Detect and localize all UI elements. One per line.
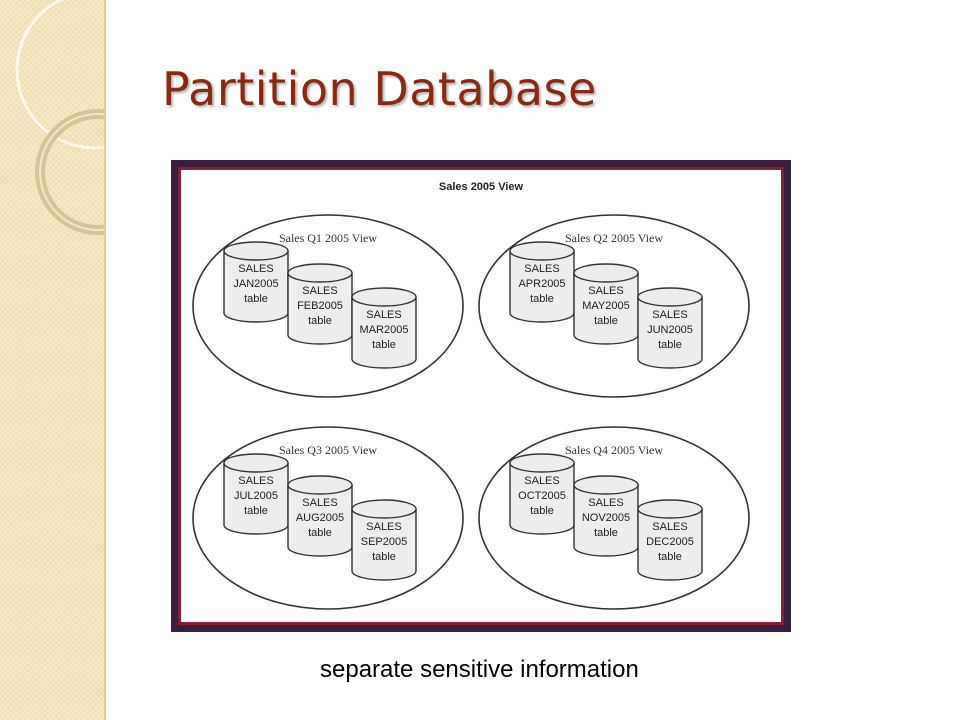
table-label-line: SALES xyxy=(588,497,623,509)
slide-caption: separate sensitive information xyxy=(320,656,639,683)
table-label-line: FEB2005 xyxy=(297,300,343,312)
quarter-view-label: Sales Q1 2005 View xyxy=(279,231,377,245)
table-label-line: JUN2005 xyxy=(647,324,693,336)
decorative-side-band xyxy=(0,0,106,720)
table-label-line: SALES xyxy=(652,309,687,321)
table-cylinder: SALES SEP2005 table xyxy=(351,499,417,581)
table-label-line: SALES xyxy=(366,521,401,533)
table-cylinder: SALES OCT2005 table xyxy=(509,453,575,535)
quarter-view-ellipse xyxy=(192,426,464,610)
table-label-line: JAN2005 xyxy=(233,278,278,290)
table-label-line: SALES xyxy=(588,285,623,297)
table-label-line: table xyxy=(308,527,332,539)
table-cylinder: SALES MAR2005 table xyxy=(351,287,417,369)
quarter-view-2: Sales Q2 2005 ViewSALESAPR2005tableSALES… xyxy=(478,214,750,398)
table-label-line: SALES xyxy=(302,497,337,509)
table-label-line: SALES xyxy=(302,285,337,297)
quarter-view-1: Sales Q1 2005 ViewSALESJAN2005tableSALES… xyxy=(192,214,464,398)
table-label-line: table xyxy=(658,339,682,351)
table-label-line: OCT2005 xyxy=(518,490,566,502)
table-label-line: MAY2005 xyxy=(582,300,630,312)
table-label-line: table xyxy=(530,293,554,305)
circle-arcs-decoration xyxy=(15,0,104,235)
table-cylinder: SALES FEB2005 table xyxy=(287,263,353,345)
quarter-view-label: Sales Q2 2005 View xyxy=(565,231,663,245)
quarter-view-ellipse xyxy=(478,426,750,610)
quarter-view-4: Sales Q4 2005 ViewSALESOCT2005tableSALES… xyxy=(478,426,750,610)
table-label-line: NOV2005 xyxy=(582,512,630,524)
table-label-line: SALES xyxy=(524,475,559,487)
quarter-view-label: Sales Q4 2005 View xyxy=(565,443,663,457)
table-cylinder: SALES APR2005 table xyxy=(509,241,575,323)
table-label-line: SALES xyxy=(238,263,273,275)
main-view-label: Sales 2005 View xyxy=(439,181,524,193)
table-label-line: SALES xyxy=(524,263,559,275)
table-label-line: SALES xyxy=(366,309,401,321)
table-label-line: table xyxy=(244,505,268,517)
quarter-view-ellipse xyxy=(192,214,464,398)
table-cylinder: SALES NOV2005 table xyxy=(573,475,639,557)
table-cylinder: SALES DEC2005 table xyxy=(637,499,703,581)
table-label-line: APR2005 xyxy=(518,278,565,290)
table-label-line: SALES xyxy=(238,475,273,487)
table-label-line: table xyxy=(594,315,618,327)
quarter-view-ellipse xyxy=(478,214,750,398)
slide-title: Partition Database xyxy=(162,62,597,116)
quarter-view-3: Sales Q3 2005 ViewSALESJUL2005tableSALES… xyxy=(192,426,464,610)
table-cylinder: SALES JAN2005 table xyxy=(223,241,289,323)
quarter-view-label: Sales Q3 2005 View xyxy=(279,443,377,457)
table-label-line: JUL2005 xyxy=(234,490,278,502)
table-label-line: MAR2005 xyxy=(360,324,409,336)
table-label-line: table xyxy=(244,293,268,305)
table-cylinder: SALES MAY2005 table xyxy=(573,263,639,345)
table-label-line: table xyxy=(658,551,682,563)
table-cylinder: SALES JUN2005 table xyxy=(637,287,703,369)
table-cylinder: SALES JUL2005 table xyxy=(223,453,289,535)
table-cylinder: SALES AUG2005 table xyxy=(287,475,353,557)
table-label-line: SALES xyxy=(652,521,687,533)
table-label-line: table xyxy=(594,527,618,539)
table-label-line: table xyxy=(308,315,332,327)
table-label-line: DEC2005 xyxy=(646,536,694,548)
table-label-line: table xyxy=(372,339,396,351)
table-label-line: AUG2005 xyxy=(296,512,344,524)
table-label-line: SEP2005 xyxy=(361,536,407,548)
table-label-line: table xyxy=(372,551,396,563)
table-label-line: table xyxy=(530,505,554,517)
